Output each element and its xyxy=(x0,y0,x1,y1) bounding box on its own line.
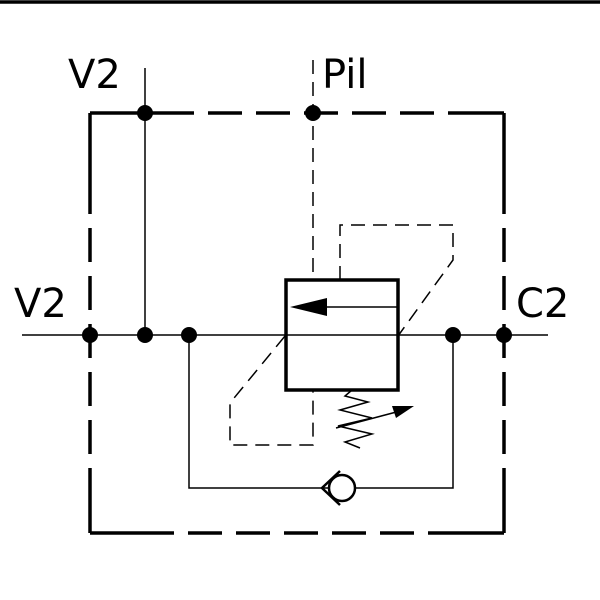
port-label-pil: Pil xyxy=(322,52,367,98)
pilot-lower-path xyxy=(229,335,314,446)
port-label-c2: C2 xyxy=(516,281,569,327)
bypass-line xyxy=(188,335,454,489)
spring-icon xyxy=(337,389,375,449)
port-label-v2-top: V2 xyxy=(68,52,121,98)
valve-block-outline xyxy=(88,111,506,535)
adjust-arrow-shaft xyxy=(335,409,405,429)
adjust-arrow-head xyxy=(392,406,414,418)
pilot-upper-path xyxy=(339,224,454,337)
valve-spool-box xyxy=(284,278,400,392)
check-valve-icon xyxy=(320,470,357,506)
junction-dots xyxy=(82,105,512,343)
port-label-v2-left: V2 xyxy=(14,281,67,327)
flow-arrow-head xyxy=(290,298,327,316)
